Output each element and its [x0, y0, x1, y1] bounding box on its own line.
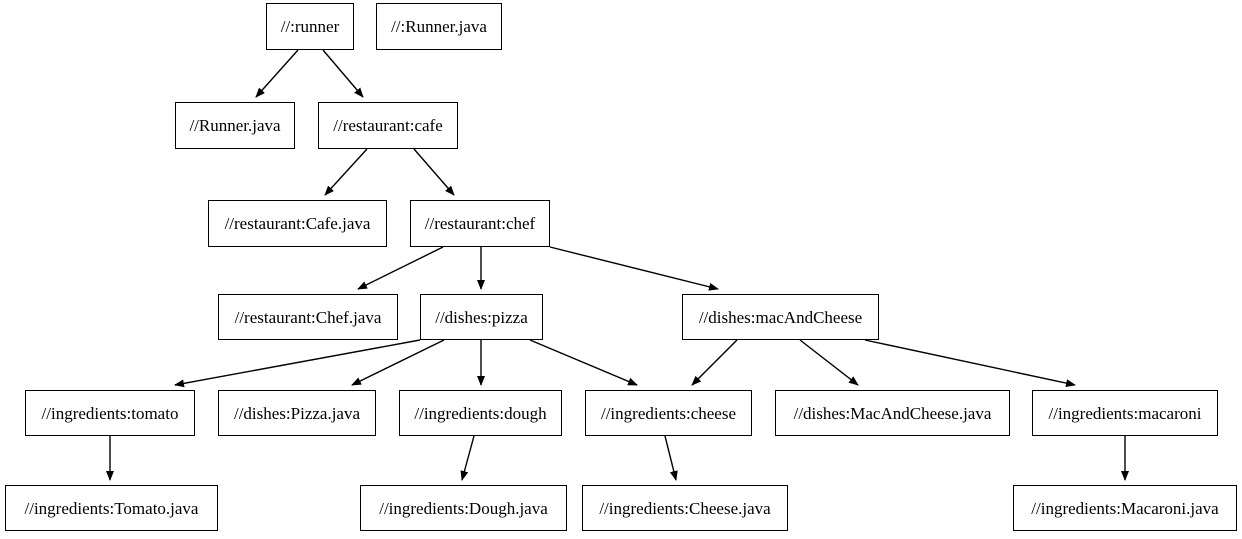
graph-node-dishes_pizza[interactable]: //dishes:pizza: [420, 294, 543, 340]
graph-node-ing_tomato[interactable]: //ingredients:tomato: [25, 390, 195, 436]
graph-node-label: //dishes:Pizza.java: [233, 403, 361, 423]
graph-node-label: //restaurant:Chef.java: [234, 307, 382, 327]
graph-node-label: //ingredients:dough: [414, 403, 547, 423]
graph-node-ing_macaroni[interactable]: //ingredients:macaroni: [1032, 390, 1218, 436]
graph-node-label: //ingredients:Macaroni.java: [1031, 498, 1219, 518]
graph-node-label: //ingredients:Tomato.java: [24, 498, 199, 518]
graph-node-label: //ingredients:macaroni: [1048, 403, 1202, 423]
graph-edge-dishes_pizza-to-pizza_java: [351, 339, 445, 386]
graph-node-macaroni_java[interactable]: //ingredients:Macaroni.java: [1013, 485, 1237, 531]
graph-node-label: //ingredients:Dough.java: [379, 498, 548, 518]
graph-node-runner[interactable]: //:runner: [266, 3, 354, 50]
graph-node-label: //dishes:pizza: [435, 307, 528, 327]
graph-node-label: //:runner: [280, 17, 340, 36]
graph-node-cheese_java[interactable]: //ingredients:Cheese.java: [582, 485, 788, 531]
graph-node-label: //ingredients:Cheese.java: [599, 498, 771, 518]
graph-node-chef_java[interactable]: //restaurant:Chef.java: [218, 294, 398, 340]
graph-edge-runner-to-runner_java: [255, 49, 299, 98]
graph-edge-restaurant_cafe-to-restaurant_chef: [413, 148, 455, 196]
graph-node-ing_dough[interactable]: //ingredients:dough: [399, 390, 562, 436]
graph-node-cafe_java[interactable]: //restaurant:Cafe.java: [208, 200, 387, 247]
graph-node-dishes_mac[interactable]: //dishes:macAndCheese: [682, 294, 879, 340]
graph-edge-runner-to-restaurant_cafe: [322, 49, 364, 98]
graph-node-label: //:Runner.java: [391, 17, 487, 36]
graph-node-label: //restaurant:chef: [424, 214, 536, 233]
graph-edge-dishes_pizza-to-ing_tomato: [174, 339, 421, 388]
graph-edge-dishes_mac-to-ing_macaroni: [864, 339, 1076, 388]
graph-edge-dishes_pizza-to-ing_cheese: [529, 339, 638, 386]
graph-node-pizza_java[interactable]: //dishes:Pizza.java: [218, 390, 376, 436]
graph-node-ing_cheese[interactable]: //ingredients:cheese: [585, 390, 752, 436]
graph-node-label: //Runner.java: [189, 116, 281, 135]
graph-edge-dishes_mac-to-ing_cheese: [691, 339, 738, 386]
graph-edge-restaurant_chef-to-chef_java: [357, 246, 444, 290]
graph-node-label: //restaurant:cafe: [333, 116, 443, 135]
graph-node-label: //ingredients:cheese: [600, 403, 736, 423]
graph-node-label: //dishes:macAndCheese: [698, 307, 863, 327]
graph-edge-restaurant_cafe-to-cafe_java: [324, 148, 368, 196]
graph-node-root_runner_java[interactable]: //:Runner.java: [376, 3, 502, 50]
graph-edge-ing_dough-to-dough_java: [460, 435, 475, 481]
graph-node-dough_java[interactable]: //ingredients:Dough.java: [360, 485, 567, 531]
graph-node-restaurant_cafe[interactable]: //restaurant:cafe: [318, 102, 458, 149]
graph-edge-ing_cheese-to-cheese_java: [664, 435, 678, 481]
graph-edge-dishes_mac-to-mac_java: [799, 339, 859, 386]
graph-edge-restaurant_chef-to-dishes_mac: [549, 246, 719, 291]
graph-node-mac_java[interactable]: //dishes:MacAndCheese.java: [775, 390, 1010, 436]
graph-node-tomato_java[interactable]: //ingredients:Tomato.java: [5, 485, 218, 531]
graph-node-label: //dishes:MacAndCheese.java: [793, 403, 992, 423]
graph-node-runner_java[interactable]: //Runner.java: [175, 102, 295, 149]
graph-node-label: //restaurant:Cafe.java: [224, 214, 371, 233]
graph-node-restaurant_chef[interactable]: //restaurant:chef: [410, 200, 550, 247]
graph-node-label: //ingredients:tomato: [41, 403, 179, 423]
